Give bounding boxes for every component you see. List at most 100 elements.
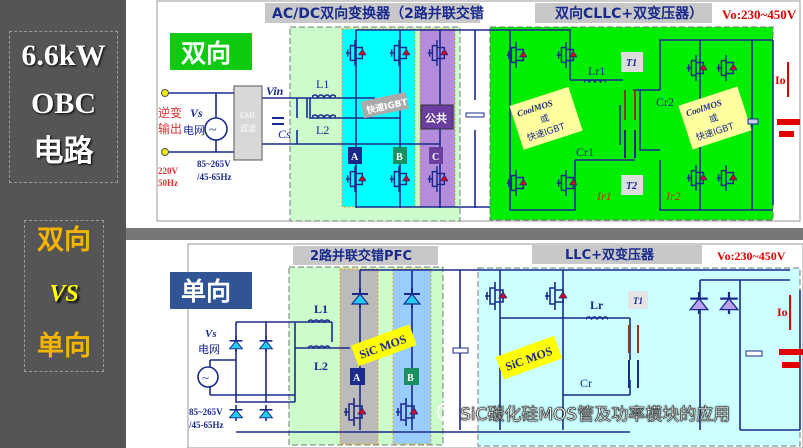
inverter-label-1: 逆变 (158, 105, 182, 120)
t1-tag (628, 291, 648, 309)
compare-vs: VS (49, 281, 79, 307)
bottom-header-left: 2路并联交错PFC (310, 248, 412, 264)
svg-text:或: 或 (707, 111, 719, 125)
top-l1: L1 (316, 77, 329, 91)
bottom-header-right: LLC+双变压器 (565, 247, 655, 263)
leg-a: A (351, 152, 359, 163)
lr1-label: Lr1 (588, 64, 605, 78)
compare-bottom: 单向 (37, 331, 91, 362)
ir1-label: Ir1 (596, 189, 612, 203)
top-header-right: 双向CLLC+双变压器） (555, 5, 703, 22)
ir2-label: Ir2 (665, 189, 681, 203)
dc-link-capacitor-icon (465, 112, 485, 118)
leg-b-tag (393, 147, 407, 164)
t2-tag (621, 175, 643, 195)
bottom-vo: Vo:230~450V (717, 249, 786, 263)
top-t1: T1 (626, 58, 637, 69)
top-header-left: AC/DC双向变换器（2路并联交错 (272, 5, 484, 22)
watermark: SiC碳化硅MOS管及功率模块的应用 (460, 405, 731, 426)
output-capacitor-icon (745, 350, 763, 357)
common-leg-tag (420, 104, 454, 130)
bidirectional-diagram: AC/DC双向变换器（2路并联交错 双向CLLC+双变压器） Vo:230~45… (156, 0, 801, 222)
primary-switch-tag: CoolMOS 或 快速IGBT (509, 86, 583, 150)
title-line-3: 电路 (33, 134, 94, 169)
top-wires (165, 29, 774, 211)
unidirectional-diagram: 2路并联交错PFC LLC+双变压器 Vo:230~450V 单向 Vs 电网 … (170, 243, 803, 448)
transformer-t2-icon (628, 360, 639, 388)
bottom-grid: 电网 (198, 343, 220, 356)
rating-frequency: 50Hz (158, 178, 178, 188)
bottom-header-left-bg (293, 246, 438, 265)
leg-b: B (396, 152, 403, 163)
cs-label: Cs (278, 127, 291, 141)
ac-source-icon (204, 117, 228, 141)
common-label: 公共 (425, 111, 447, 125)
svg-text:或: 或 (538, 112, 550, 126)
leg-b-tag (404, 368, 419, 385)
top-badge-bg (170, 33, 252, 70)
bottom-l1: L1 (314, 302, 328, 316)
top-vs: Vs (190, 106, 203, 120)
bottom-range-2: /45-65Hz (188, 420, 224, 430)
secondary-switch-tag: CoolMOS 或 快速IGBT (678, 86, 752, 150)
battery-minus-icon (779, 131, 794, 137)
ac-source-icon (197, 366, 219, 388)
transformer-t1-icon (624, 90, 636, 120)
battery-plus-icon (779, 349, 803, 355)
top-badge: 双向 (181, 39, 231, 68)
cr2-label: Cr2 (656, 95, 674, 109)
emi-label-1: EMI (240, 111, 255, 120)
bottom-leg-b: B (407, 373, 414, 384)
bottom-leg-a: A (353, 373, 361, 384)
top-range-1: 85~265V (197, 159, 231, 169)
leg-a-tag (348, 147, 362, 164)
transformer-t2-icon (624, 130, 636, 158)
bottom-range-1: 85~265V (189, 407, 223, 417)
emi-label-2: 滤波 (240, 123, 256, 133)
lr-label: Lr (590, 298, 604, 312)
bottom-l2: L2 (314, 359, 328, 373)
top-header-right-bg (535, 3, 712, 23)
top-l2: L2 (316, 123, 329, 137)
top-vo: Vo:230~450V (722, 7, 797, 22)
leg-a-tag (350, 368, 365, 385)
comparison-box: 双向 VS 单向 (24, 220, 104, 372)
battery-plus-icon (777, 119, 800, 125)
separator-bar (126, 228, 803, 240)
top-t2: T2 (626, 181, 637, 192)
bottom-badge: 单向 (181, 277, 231, 306)
bulk-capacitor-icon (452, 347, 469, 354)
transformer-t1-icon (628, 325, 639, 353)
compare-top: 双向 (37, 225, 91, 256)
title-box: 6.6kW OBC 电路 (9, 31, 118, 183)
terminal-top[interactable] (161, 89, 169, 97)
battery-minus-icon (782, 362, 800, 368)
title-line-1: 6.6kW (21, 39, 106, 72)
top-io: Io (775, 73, 786, 87)
cr-label: Cr (580, 376, 592, 390)
top-range-2: /45-65Hz (196, 172, 232, 182)
t1-tag (621, 52, 643, 72)
inverter-label-2: 输出 (158, 121, 182, 136)
wechat-icon (437, 402, 457, 422)
ac-source-tilde: ~ (202, 370, 209, 385)
top-header-left-bg (265, 3, 480, 23)
vin-label: Vin (266, 84, 284, 98)
terminal-bottom[interactable] (161, 148, 169, 156)
leg-c: C (432, 152, 439, 163)
bottom-badge-bg (170, 272, 252, 309)
left-panel: 6.6kW OBC 电路 双向 VS 单向 (0, 0, 126, 448)
cs-capacitor-icon (272, 117, 284, 125)
rating-voltage: 220V (158, 166, 179, 176)
top-grid: 电网 (183, 124, 205, 137)
ac-source-tilde: ~ (209, 123, 217, 138)
title-line-2: OBC (30, 87, 96, 120)
bottom-t1: T1 (633, 296, 643, 306)
emi-filter (233, 85, 263, 161)
leg-c-tag (429, 147, 443, 164)
cr1-label: Cr1 (576, 145, 594, 159)
output-capacitor-icon (747, 118, 759, 125)
bottom-vs: Vs (205, 328, 217, 340)
bottom-io: Io (777, 305, 788, 319)
